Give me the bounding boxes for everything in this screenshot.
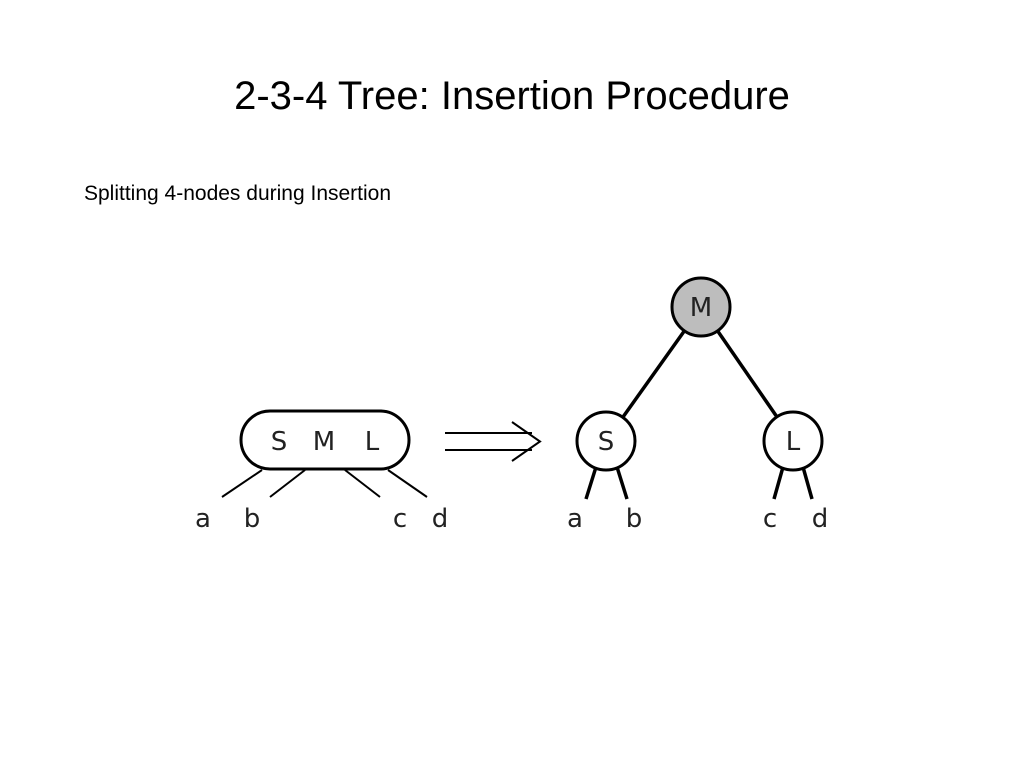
four-node-key-s: S: [271, 427, 288, 457]
leaf-after-a: a: [567, 504, 583, 534]
edge-root-left: [621, 328, 687, 419]
child-node-l: [762, 410, 824, 472]
four-node-key-m: M: [313, 427, 335, 457]
slide-title: 2-3-4 Tree: Insertion Procedure: [234, 74, 790, 118]
root-node-m: [670, 276, 732, 338]
leaf-after-c: c: [763, 504, 777, 534]
edge-l-d: [801, 466, 814, 500]
edge-four-node-d: [387, 469, 428, 498]
split-tree-after: M S L a b c d: [567, 276, 829, 534]
leaf-before-c: c: [393, 504, 407, 534]
child-node-s-label: S: [598, 427, 615, 457]
edge-four-node-c: [344, 469, 381, 498]
root-node-label: M: [690, 293, 712, 323]
slide-subtitle: Splitting 4-nodes during Insertion: [84, 182, 392, 205]
child-node-s: [575, 410, 637, 472]
leaf-after-d: d: [812, 504, 829, 534]
edge-four-node-b: [269, 469, 306, 498]
edge-s-b: [615, 466, 629, 500]
leaf-before-b: b: [244, 504, 261, 534]
transform-arrow-icon: [445, 421, 542, 462]
four-node-before: S M L a b c d: [195, 409, 449, 534]
leaf-after-b: b: [626, 504, 643, 534]
edge-root-right: [715, 329, 779, 418]
child-node-l-label: L: [786, 427, 801, 457]
four-node-key-l: L: [365, 427, 380, 457]
four-node-box: [239, 409, 411, 471]
edge-l-c: [772, 466, 785, 500]
edge-four-node-a: [221, 469, 263, 498]
leaf-before-d: d: [432, 504, 449, 534]
edge-s-a: [584, 466, 598, 500]
leaf-before-a: a: [195, 504, 211, 534]
